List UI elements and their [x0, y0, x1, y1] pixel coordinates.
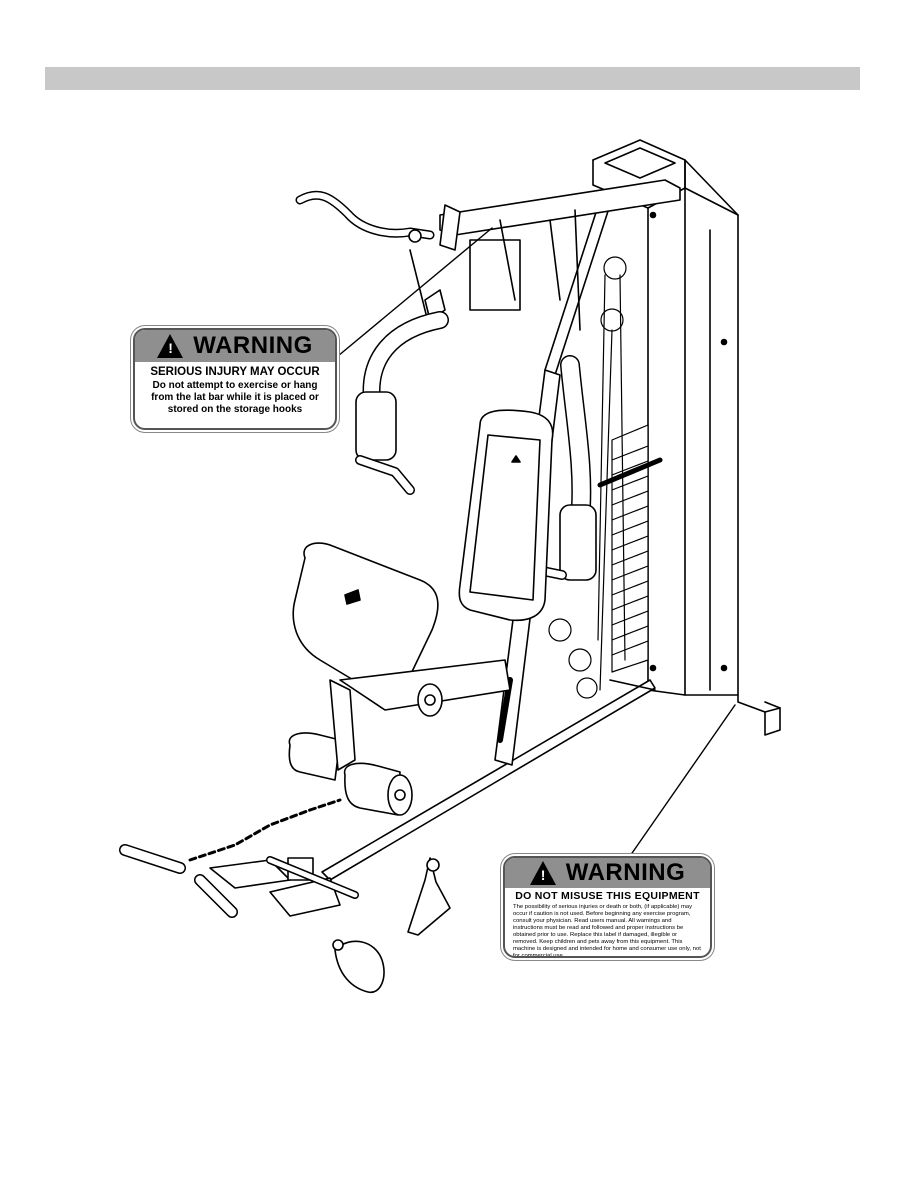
leg-rollers — [288, 679, 413, 816]
warning-label-header: ! WARNING — [135, 330, 335, 362]
weight-stack-tower — [592, 139, 739, 696]
warning-label-misuse: ! WARNING DO NOT MISUSE THIS EQUIPMENT T… — [503, 856, 712, 958]
chain-and-front-bar — [119, 798, 359, 918]
exclamation-triangle-icon: ! — [157, 334, 184, 358]
ankle-strap-accessory — [332, 939, 385, 994]
weight-plates — [597, 424, 663, 673]
press-arm-right — [523, 355, 597, 581]
back-pad — [458, 409, 554, 622]
warning-subtitle: DO NOT MISUSE THIS EQUIPMENT — [515, 890, 700, 902]
exclamation-triangle-icon: ! — [529, 861, 556, 885]
warning-subtitle: SERIOUS INJURY MAY OCCUR — [150, 366, 320, 378]
warning-label-header: ! WARNING — [505, 858, 710, 888]
seat-pad — [292, 542, 511, 717]
leader-line-2 — [629, 704, 736, 857]
press-arm-left — [355, 311, 449, 495]
warning-title: WARNING — [565, 859, 686, 886]
warning-body: The possibility of serious injuries or d… — [513, 904, 701, 958]
top-frame-and-lat-bar — [295, 179, 681, 331]
warning-body: Do not attempt to exercise or hang from … — [151, 380, 319, 415]
warning-label-lat-bar: ! WARNING SERIOUS INJURY MAY OCCUR Do no… — [133, 328, 337, 430]
warning-title: WARNING — [193, 332, 313, 359]
leader-line-1 — [337, 227, 493, 357]
header-bar — [45, 67, 860, 90]
pulleys-and-cables — [548, 256, 627, 699]
handle-accessory — [407, 857, 451, 936]
frame-base — [321, 679, 781, 881]
